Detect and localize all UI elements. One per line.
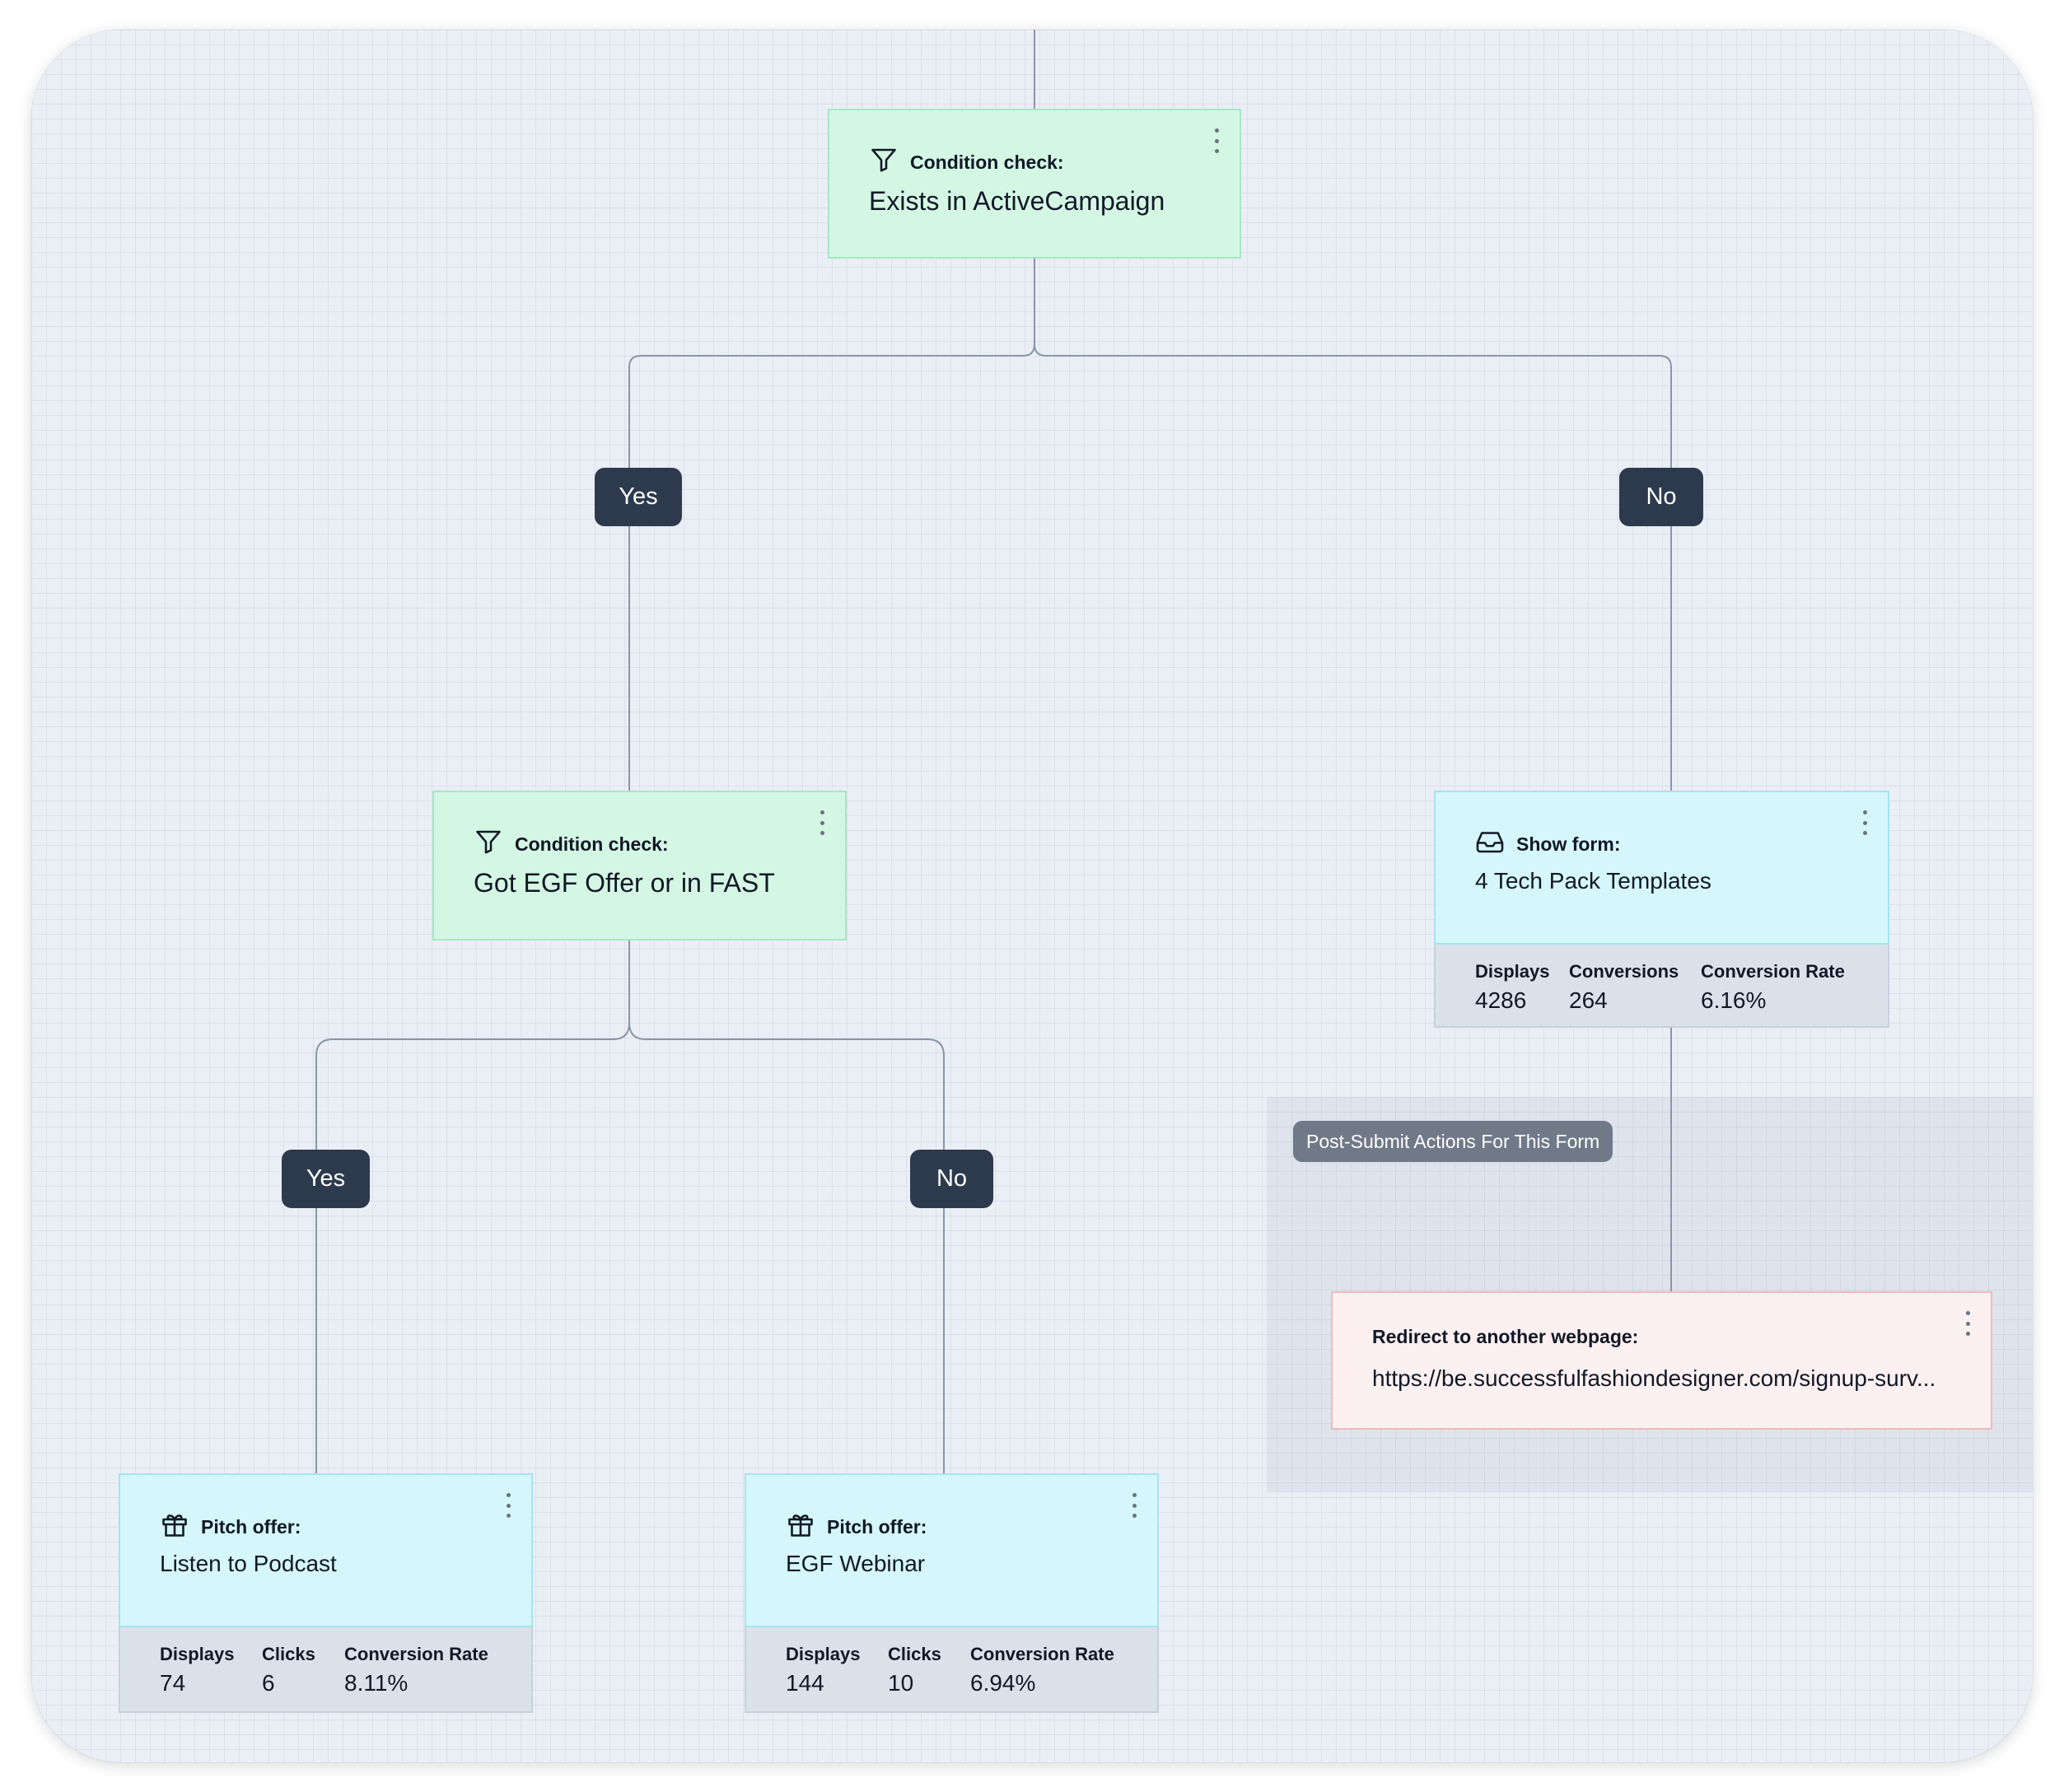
- filter-icon: [474, 827, 503, 861]
- stat-conversions: Conversions 264: [1569, 961, 1679, 1013]
- connector-root-yes: [628, 259, 1035, 791]
- branch-no-badge[interactable]: No: [1619, 468, 1703, 526]
- stat-conversion-rate: Conversion Rate 6.16%: [1701, 961, 1845, 1013]
- post-submit-actions-label: Post-Submit Actions For This Form: [1293, 1121, 1613, 1162]
- node-heading: Condition check:: [515, 833, 669, 855]
- stat-displays: Displays 74: [160, 1644, 235, 1696]
- node-heading: Condition check:: [910, 151, 1064, 173]
- stat-displays: Displays 144: [786, 1644, 861, 1696]
- node-heading: Show form:: [1516, 833, 1621, 855]
- stat-clicks: Clicks 10: [888, 1644, 941, 1696]
- condition-node-activecampaign[interactable]: Condition check: Exists in ActiveCampaig…: [828, 109, 1241, 259]
- branch-yes-badge[interactable]: Yes: [282, 1150, 370, 1208]
- gift-icon: [786, 1510, 815, 1544]
- more-options-icon[interactable]: [1963, 1311, 1973, 1336]
- more-options-icon[interactable]: [1860, 810, 1870, 835]
- connector-left-yes: [315, 939, 630, 1473]
- gift-icon: [160, 1510, 189, 1544]
- flow-canvas[interactable]: Post-Submit Actions For This Form Condit…: [31, 30, 2033, 1762]
- more-options-icon[interactable]: [503, 1493, 513, 1518]
- node-heading: Pitch offer:: [827, 1515, 927, 1538]
- connector-left-no: [628, 939, 945, 1473]
- node-title: EGF Webinar: [786, 1551, 926, 1576]
- inbox-icon: [1475, 827, 1505, 861]
- more-options-icon[interactable]: [1129, 1493, 1139, 1518]
- branch-yes-badge[interactable]: Yes: [595, 468, 682, 526]
- node-heading: Pitch offer:: [201, 1515, 301, 1538]
- pitch-offer-node-podcast[interactable]: Pitch offer: Listen to Podcast: [119, 1473, 533, 1627]
- stat-displays: Displays 4286: [1475, 961, 1550, 1013]
- redirect-url: https://be.successfulfashiondesigner.com…: [1372, 1365, 1936, 1391]
- branch-no-badge[interactable]: No: [910, 1150, 993, 1208]
- node-title: Listen to Podcast: [160, 1551, 337, 1576]
- node-title: Got EGF Offer or in FAST: [474, 868, 775, 898]
- redirect-node[interactable]: Redirect to another webpage: https://be.…: [1331, 1291, 1992, 1430]
- filter-icon: [869, 145, 899, 180]
- connector-root-no: [1034, 259, 1672, 791]
- show-form-stats: Displays 4286 Conversions 264 Conversion…: [1434, 945, 1889, 1028]
- node-title: 4 Tech Pack Templates: [1475, 868, 1711, 894]
- stat-conversion-rate: Conversion Rate 6.94%: [970, 1644, 1114, 1696]
- node-heading: Redirect to another webpage:: [1372, 1326, 1639, 1347]
- pitch-offer-node-webinar[interactable]: Pitch offer: EGF Webinar: [745, 1473, 1159, 1627]
- webinar-offer-stats: Displays 144 Clicks 10 Conversion Rate 6…: [745, 1627, 1159, 1713]
- more-options-icon[interactable]: [1212, 128, 1221, 153]
- podcast-offer-stats: Displays 74 Clicks 6 Conversion Rate 8.1…: [119, 1627, 533, 1713]
- stat-clicks: Clicks 6: [262, 1644, 315, 1696]
- more-options-icon[interactable]: [817, 810, 827, 835]
- connector-lines: [315, 30, 1672, 1473]
- node-title: Exists in ActiveCampaign: [869, 186, 1165, 216]
- show-form-node[interactable]: Show form: 4 Tech Pack Templates: [1434, 791, 1889, 945]
- stat-conversion-rate: Conversion Rate 8.11%: [344, 1644, 488, 1696]
- condition-node-egf-offer[interactable]: Condition check: Got EGF Offer or in FAS…: [432, 791, 847, 940]
